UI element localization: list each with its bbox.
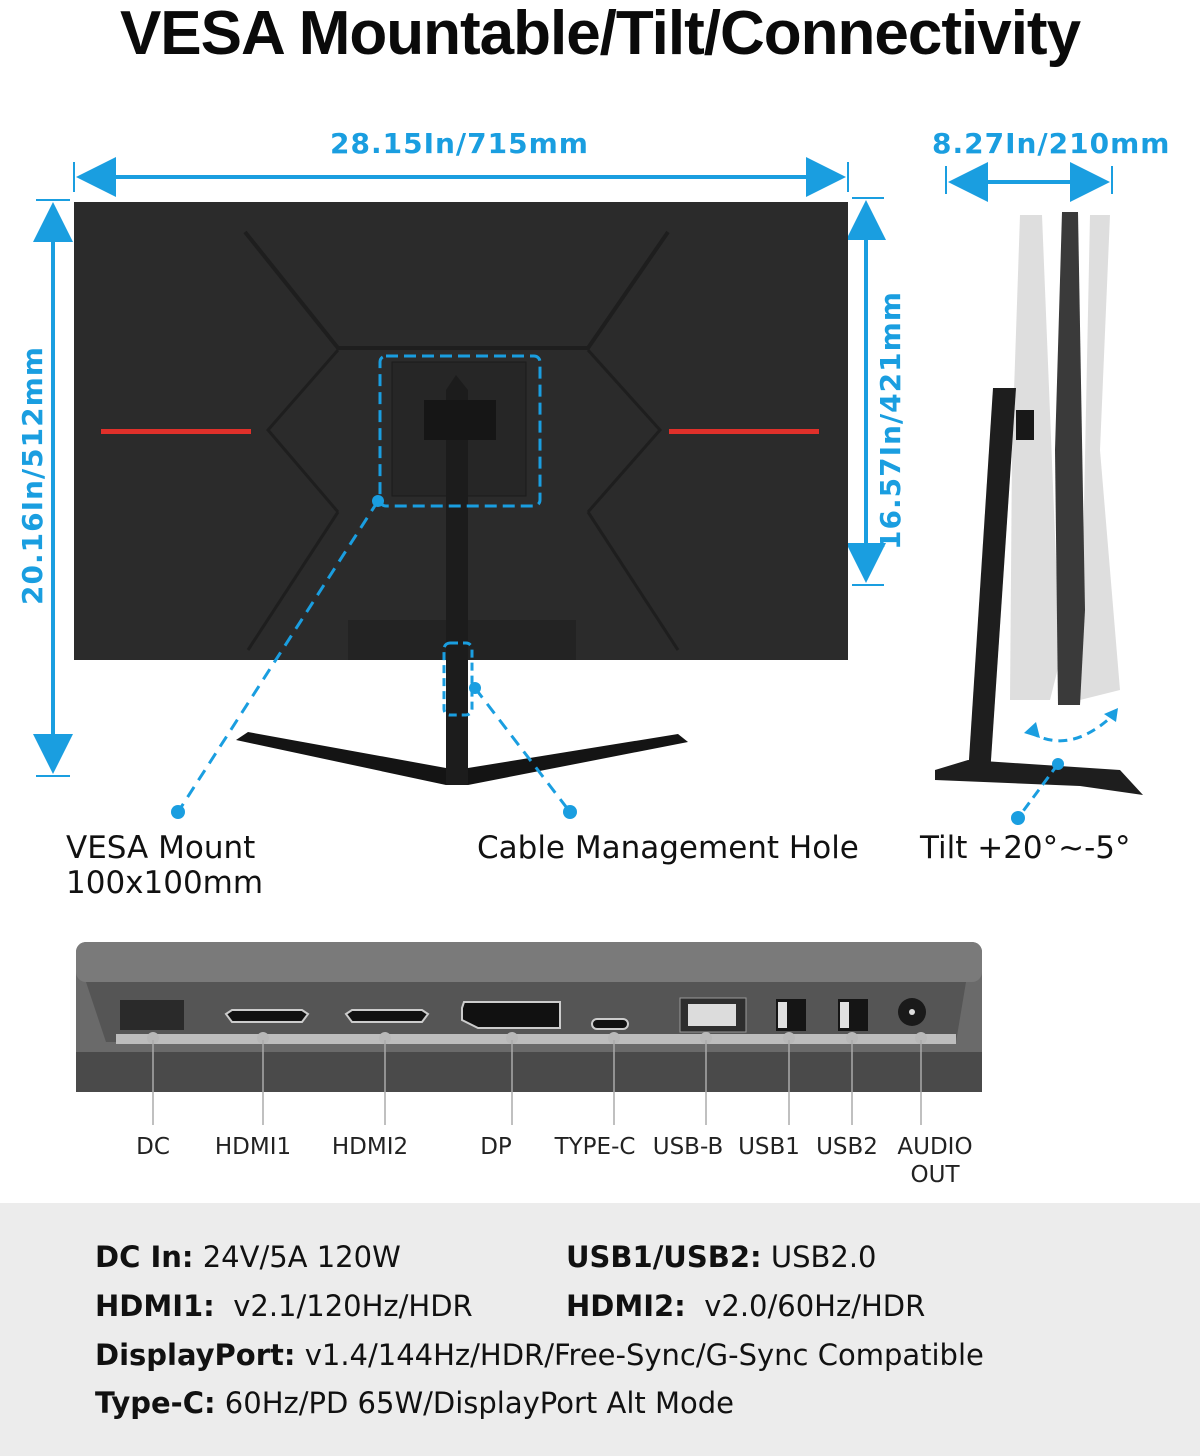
spec-value: 60Hz/PD 65W/DisplayPort Alt Mode — [215, 1386, 734, 1420]
depth-arrow-icon — [945, 162, 1113, 202]
depth-dimension-label: 8.27In/210mm — [932, 127, 1171, 160]
port-panel-photo — [76, 942, 982, 1092]
spec-dc-in: DC In: 24V/5A 120W — [95, 1240, 401, 1274]
spec-hdmi1: HDMI1: v2.1/120Hz/HDR — [95, 1289, 473, 1323]
spec-value: v2.1/120Hz/HDR — [214, 1289, 473, 1323]
port-leader-lines — [152, 1040, 922, 1125]
usb1-port-icon — [778, 1002, 787, 1028]
tilt-callout: Tilt +20°~-5° — [920, 830, 1131, 866]
spec-value: v1.4/144Hz/HDR/Free-Sync/G-Sync Compatib… — [295, 1338, 984, 1372]
cable-hole-highlight-box — [442, 641, 474, 717]
spec-key: DC In: — [95, 1240, 194, 1274]
spec-value: USB2.0 — [761, 1240, 877, 1274]
page-title: VESA Mountable/Tilt/Connectivity — [119, 0, 1081, 68]
port-label-out: OUT — [910, 1162, 960, 1188]
port-label-dc: DC — [136, 1134, 170, 1160]
dc-port-icon — [120, 1000, 184, 1030]
spec-value: v2.0/60Hz/HDR — [685, 1289, 926, 1323]
monitor-back-view — [74, 202, 848, 819]
port-label-audio: AUDIO — [897, 1134, 973, 1160]
dp-port-icon — [461, 1001, 561, 1029]
usb2-port-icon — [840, 1002, 849, 1028]
total-height-arrow-icon — [33, 199, 73, 777]
hdmi2-port-icon — [344, 1009, 430, 1023]
spec-value: 24V/5A 120W — [193, 1240, 401, 1274]
spec-displayport: DisplayPort: v1.4/144Hz/HDR/Free-Sync/G-… — [95, 1338, 984, 1372]
panel-height-arrow-icon — [846, 197, 886, 586]
port-label-dp: DP — [480, 1134, 512, 1160]
port-label-hdmi2: HDMI2 — [331, 1134, 409, 1160]
spec-usb: USB1/USB2: USB2.0 — [566, 1240, 877, 1274]
port-label-usb1: USB1 — [738, 1134, 800, 1160]
hdmi1-port-icon — [224, 1009, 310, 1023]
red-accent-strip — [101, 429, 251, 434]
port-label-hdmi1: HDMI1 — [214, 1134, 292, 1160]
usbb-port-icon — [688, 1004, 736, 1026]
vesa-size-label: 100x100mm — [66, 865, 264, 901]
spec-section — [0, 1203, 1200, 1456]
typec-port-icon — [591, 1018, 629, 1030]
port-label-usbb: USB-B — [652, 1134, 724, 1160]
monitor-illustration — [33, 157, 1143, 825]
monitor-side-view — [935, 212, 1143, 825]
vesa-mount-label: VESA Mount — [66, 830, 256, 866]
spec-key: Type-C: — [95, 1386, 216, 1420]
width-arrow-icon — [73, 157, 849, 197]
spec-key: HDMI1: — [95, 1289, 215, 1323]
port-label-typec: TYPE-C — [554, 1134, 636, 1160]
red-accent-strip — [669, 429, 819, 434]
cable-management-callout: Cable Management Hole — [477, 830, 859, 866]
vesa-highlight-box — [378, 354, 542, 508]
port-label-usb2: USB2 — [816, 1134, 878, 1160]
spec-typec: Type-C: 60Hz/PD 65W/DisplayPort Alt Mode — [95, 1386, 734, 1420]
spec-hdmi2: HDMI2: v2.0/60Hz/HDR — [566, 1289, 925, 1323]
port-label-audio-out: AUDIO OUT — [890, 1133, 980, 1189]
width-dimension-label: 28.15In/715mm — [330, 127, 589, 160]
vesa-mount-callout: VESA Mount 100x100mm — [66, 831, 263, 901]
spec-key: DisplayPort: — [95, 1338, 296, 1372]
spec-key: USB1/USB2: — [566, 1240, 762, 1274]
spec-key: HDMI2: — [566, 1289, 686, 1323]
